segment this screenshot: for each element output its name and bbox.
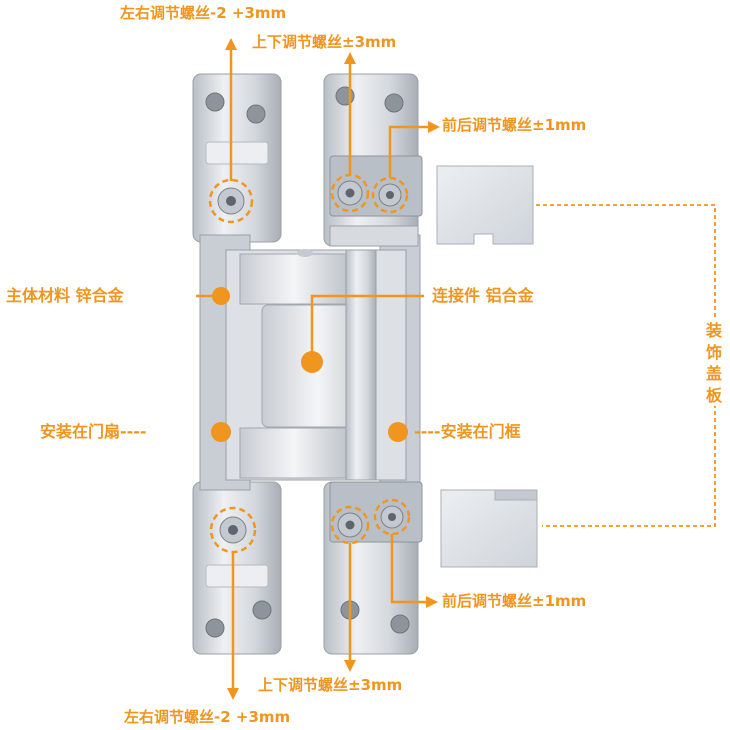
label-install-door-frame: ----安装在门框 bbox=[414, 422, 521, 441]
annotation-arrowheads bbox=[225, 38, 440, 700]
label-main-material: 主体材料 锌合金 bbox=[6, 286, 124, 305]
label-left-right-adjust-top: 左右调节螺丝-2 +3mm bbox=[120, 4, 287, 22]
label-left-right-adjust-bottom: 左右调节螺丝-2 +3mm bbox=[124, 708, 291, 726]
label-connector-material: 连接件 铝合金 bbox=[432, 286, 534, 305]
decorative-cover-top bbox=[436, 165, 534, 245]
label-front-back-adjust-top: 前后调节螺丝±1mm bbox=[442, 116, 587, 134]
annotation-dots bbox=[211, 287, 408, 442]
label-up-down-adjust-top: 上下调节螺丝±3mm bbox=[252, 33, 397, 51]
label-up-down-adjust-bottom: 上下调节螺丝±3mm bbox=[258, 676, 403, 694]
label-install-door-leaf: 安装在门扇---- bbox=[40, 422, 147, 441]
label-front-back-adjust-bottom: 前后调节螺丝±1mm bbox=[442, 592, 587, 610]
left-hinge-leaf bbox=[192, 73, 282, 655]
label-decorative-cover: 装饰盖板 bbox=[700, 320, 728, 407]
decorative-cover-bottom bbox=[440, 489, 538, 568]
